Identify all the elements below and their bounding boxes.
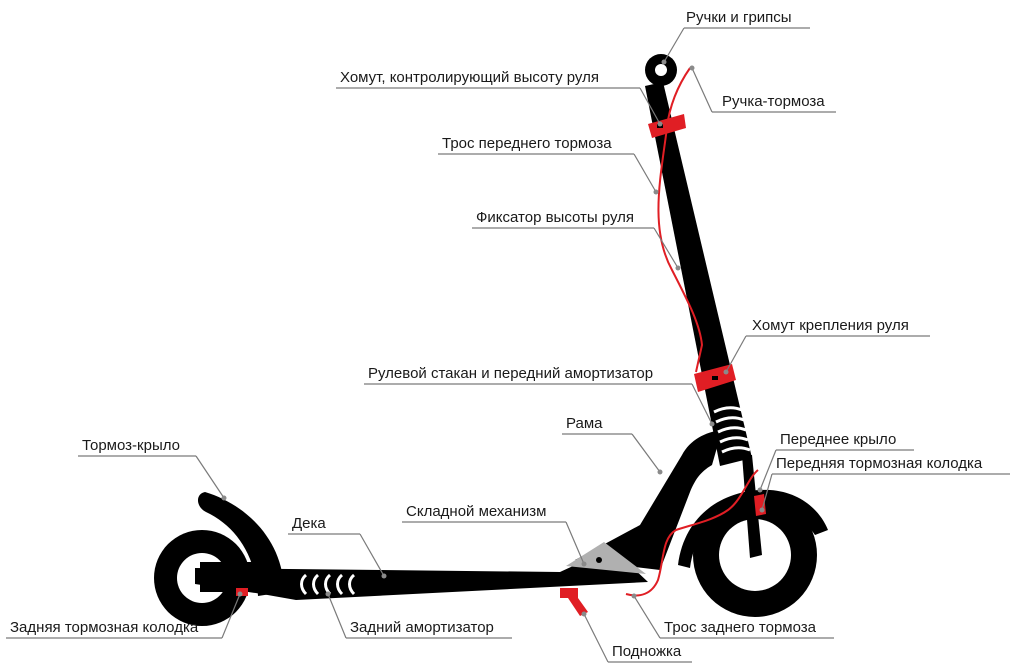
callout-deck: Дека [288, 515, 387, 579]
callout-rear-brake-cable: Трос заднего тормоза [631, 593, 834, 639]
label-rear-brake-cable: Трос заднего тормоза [664, 619, 817, 636]
label-brake-lever: Ручка-тормоза [722, 93, 825, 110]
label-frame: Рама [566, 415, 603, 432]
label-deck: Дека [292, 515, 326, 532]
callout-front-brake-pad: Передняя тормозная колодка [759, 455, 1010, 513]
callout-brake-lever: Ручка-тормоза [689, 65, 836, 113]
deck [195, 548, 648, 600]
label-handlebar-clamp: Хомут крепления руля [752, 317, 909, 334]
callout-handles-grips: Ручки и грипсы [661, 9, 810, 65]
callout-frame: Рама [562, 415, 663, 475]
callout-folding-mechanism: Складной механизм [402, 503, 587, 567]
rear-shock-spring [300, 573, 356, 596]
label-rear-brake-pad: Задняя тормозная колодка [10, 619, 199, 636]
label-rear-shock: Задний амортизатор [350, 619, 494, 636]
callout-fender-brake: Тормоз-крыло [78, 437, 227, 501]
label-height-clamp: Хомут, контролирующий высоту руля [340, 69, 599, 86]
folding-hinge [566, 542, 646, 574]
label-front-fender: Переднее крыло [780, 431, 896, 448]
front-fork [742, 455, 762, 558]
callout-headset-front-shock: Рулевой стакан и передний амортизатор [364, 365, 715, 427]
callout-front-brake-cable: Трос переднего тормоза [438, 135, 659, 195]
label-handles-grips: Ручки и грипсы [686, 9, 792, 26]
label-headset-front-shock: Рулевой стакан и передний амортизатор [368, 365, 653, 382]
label-front-brake-cable: Трос переднего тормоза [442, 135, 612, 152]
label-height-lock: Фиксатор высоты руля [476, 209, 634, 226]
label-folding-mechanism: Складной механизм [406, 503, 546, 520]
callout-rear-shock: Задний амортизатор [325, 591, 512, 639]
callouts: Ручки и грипсы Хомут, контролирующий выс… [6, 9, 1010, 663]
rear-brake-cable [625, 469, 759, 597]
callout-rear-brake-pad: Задняя тормозная колодка [6, 591, 243, 639]
callout-kickstand: Подножка [581, 611, 692, 663]
front-shock-spring [713, 406, 751, 454]
frame [575, 430, 722, 570]
rear-brake-pad-part [236, 588, 248, 596]
callout-front-fender: Переднее крыло [757, 431, 914, 493]
label-fender-brake: Тормоз-крыло [82, 437, 180, 454]
callout-handlebar-clamp: Хомут крепления руля [723, 317, 930, 375]
label-kickstand: Подножка [612, 643, 682, 660]
callout-height-clamp: Хомут, контролирующий высоту руля [336, 69, 663, 127]
front-brake-cable [657, 67, 704, 373]
callout-height-lock: Фиксатор высоты руля [472, 209, 681, 271]
front-brake-pad-part [754, 494, 766, 516]
label-front-brake-pad: Передняя тормозная колодка [776, 455, 983, 472]
kickstand-part [560, 588, 588, 616]
